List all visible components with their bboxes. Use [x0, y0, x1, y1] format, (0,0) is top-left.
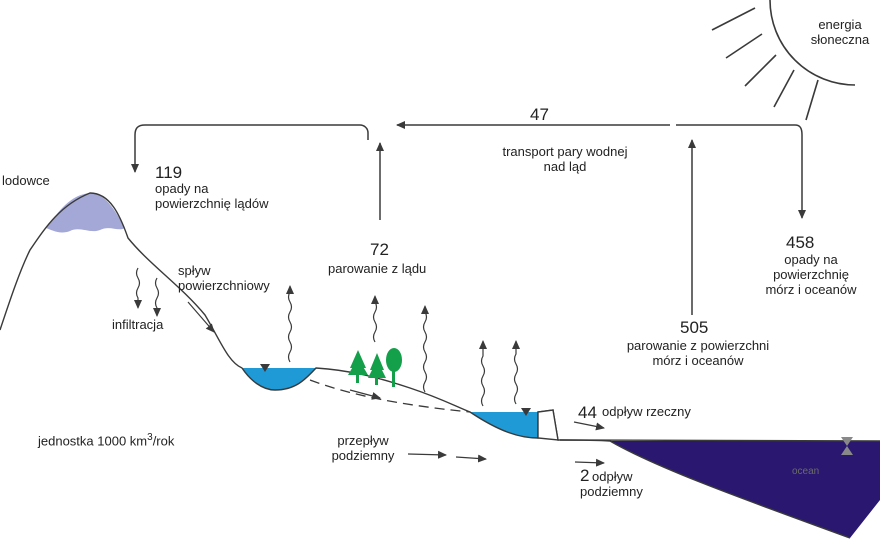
- river-outflow-value: 44: [578, 403, 597, 422]
- sun-icon: [711, 0, 856, 121]
- ocean-precip-value: 458: [786, 233, 815, 252]
- ground-outflow-arrow: [574, 458, 605, 467]
- upper-lake-level-marker: [260, 364, 270, 372]
- glacier: [46, 193, 125, 233]
- groundwater-flow-arrow-2: [455, 454, 487, 463]
- land-precip-text: opady na powierzchnię lądów: [155, 181, 269, 211]
- glaciers-label: lodowce: [2, 173, 50, 188]
- river-outflow-text: odpływ rzeczny: [602, 404, 691, 419]
- ocean-evap-value: 505: [680, 318, 709, 337]
- ocean-precip-text: opady na powierzchnię mórz i oceanów: [765, 252, 857, 297]
- surface-runoff-label: spływ powierzchniowy: [178, 263, 270, 293]
- unit-suffix: /rok: [152, 433, 175, 449]
- land-evap-value: 72: [370, 240, 389, 259]
- transport-text: transport pary wodnej nad ląd: [502, 144, 628, 174]
- unit-main: jednostka 1000 km: [38, 433, 148, 449]
- infiltration-label: infiltracja: [112, 317, 164, 332]
- ocean-water-level-marker: [841, 437, 853, 455]
- ocean-body: [610, 441, 880, 538]
- ocean-evap-text: parowanie z powierzchni mórz i oceanów: [626, 338, 770, 368]
- unit-label: jednostka 1000 km3/rok: [38, 432, 174, 449]
- dam: [537, 409, 559, 441]
- terrain-profile: [0, 192, 851, 539]
- lower-lake-level-marker: [521, 408, 531, 416]
- surface-runoff-arrow: [187, 301, 215, 333]
- river-outflow-arrow: [573, 421, 605, 431]
- ocean-surface-line: [559, 439, 880, 442]
- groundwater-dashed-path: [309, 379, 471, 413]
- land-precip-value: 119: [155, 163, 183, 182]
- ground-outflow-value: 2: [580, 466, 590, 485]
- groundwater-flow-arrow-1: [407, 450, 447, 459]
- ocean-label: ocean: [792, 466, 820, 477]
- groundwater-flow-label: przepływ podziemny: [331, 433, 395, 463]
- ground-outflow-text: odpływ podziemny: [580, 469, 643, 499]
- trees: [348, 348, 402, 387]
- lower-lake: [470, 412, 538, 438]
- land-precip-arrow: [131, 124, 369, 173]
- ocean-precip-arrow: [676, 124, 806, 219]
- evaporation-wavy-arrows: [286, 285, 520, 407]
- infiltration-arrows: [134, 267, 161, 317]
- land-evap-text: parowanie z lądu: [328, 261, 427, 276]
- groundwater-arrow-1: [349, 389, 381, 400]
- unit-sup: 3: [147, 432, 153, 443]
- upper-lake: [242, 368, 316, 390]
- sun-label: energia słoneczna: [810, 17, 870, 47]
- transport-value: 47: [530, 105, 549, 124]
